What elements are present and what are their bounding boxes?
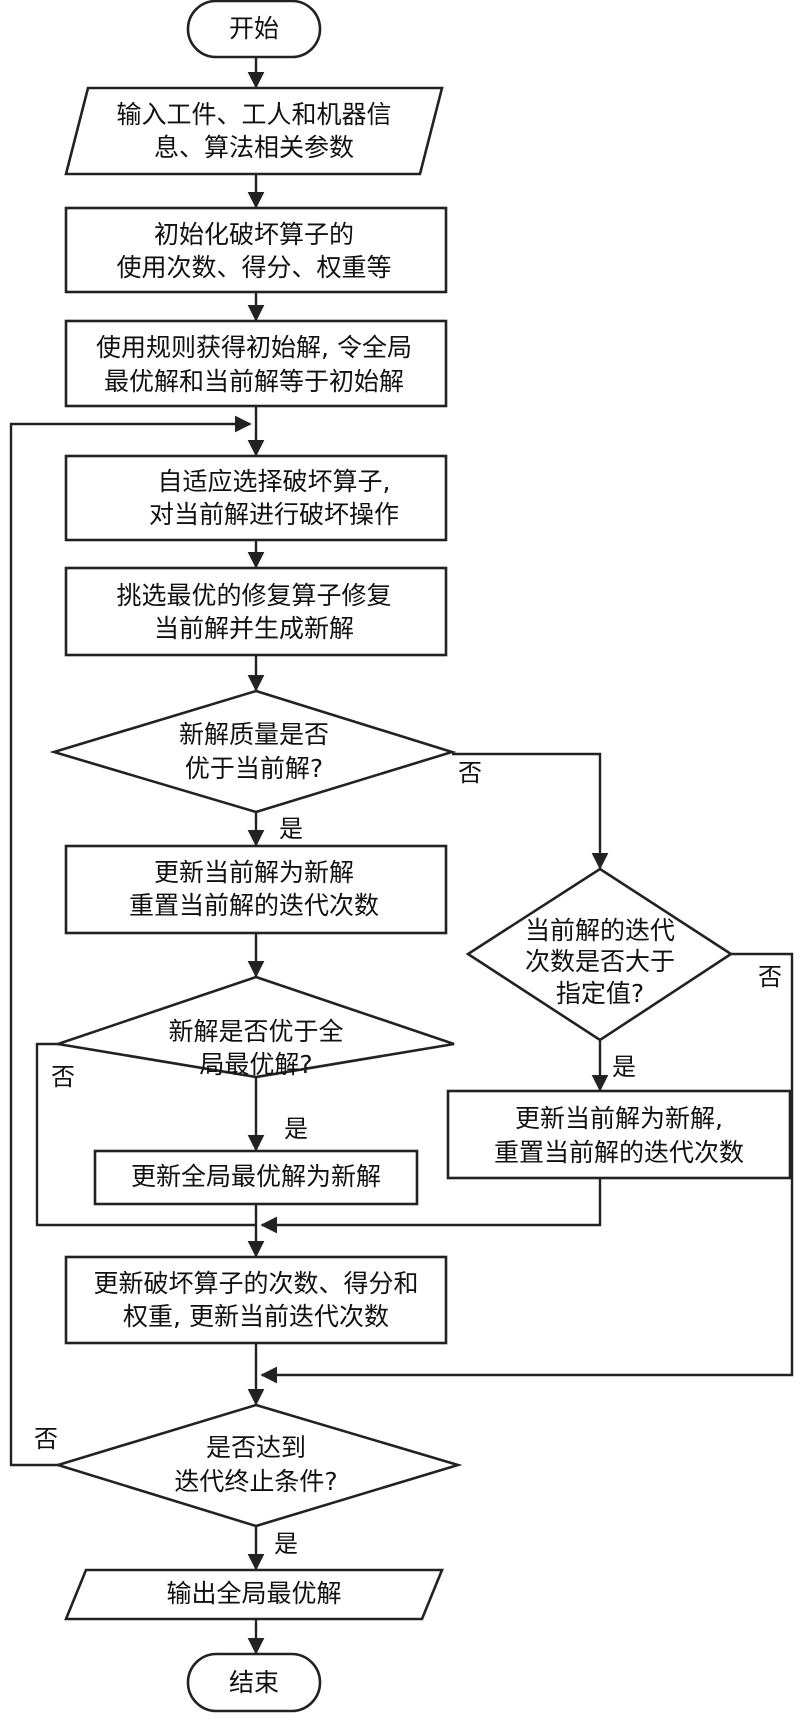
label-terminate-no: 否	[34, 1425, 58, 1453]
edge-global-no	[35, 1042, 256, 1227]
node-destroy: 自适应选择破坏算子, 对当前解进行破坏操作	[64, 454, 448, 542]
node-repair: 挑选最优的修复算子修复 当前解并生成新解	[64, 566, 448, 657]
label-terminate-yes: 是	[274, 1530, 298, 1558]
node-input: 输入工件、工人和机器信 息、算法相关参数	[64, 86, 444, 176]
output-label: 输出全局最优解	[166, 1579, 341, 1608]
better-than-current-line-2: 优于当前解?	[185, 754, 323, 783]
init-operators-line-2: 使用次数、得分、权重等	[116, 253, 391, 282]
update-current-line-2: 重置当前解的迭代次数	[129, 891, 379, 920]
connectors	[9, 57, 794, 1655]
init-solution-line-2: 最优解和当前解等于初始解	[104, 367, 404, 396]
destroy-line-1: 自适应选择破坏算子,	[158, 467, 391, 496]
repair-line-1: 挑选最优的修复算子修复	[116, 581, 391, 610]
label-current-yes: 是	[279, 815, 303, 843]
node-update-operators: 更新破坏算子的次数、得分和 权重, 更新当前迭代次数	[64, 1255, 448, 1345]
node-iteration-exceeds: 当前解的迭代 次数是否大于 指定值?	[465, 867, 734, 1042]
node-update-current-2: 更新当前解为新解, 重置当前解的迭代次数	[446, 1089, 792, 1180]
init-operators-line-1: 初始化破坏算子的	[154, 220, 354, 249]
node-update-global: 更新全局最优解为新解	[93, 1149, 419, 1206]
update-global-label: 更新全局最优解为新解	[131, 1162, 381, 1191]
node-init-solution: 使用规则获得初始解, 令全局 最优解和当前解等于初始解	[64, 319, 448, 408]
node-output: 输出全局最优解	[64, 1568, 444, 1621]
terminate-line-2: 迭代终止条件?	[174, 1467, 337, 1496]
node-init-operators: 初始化破坏算子的 使用次数、得分、权重等	[64, 206, 448, 294]
label-iteration-yes: 是	[612, 1053, 636, 1081]
input-label-line-1: 输入工件、工人和机器信	[116, 100, 391, 129]
iteration-exceeds-line-3: 指定值?	[556, 979, 644, 1008]
start-label: 开始	[229, 14, 279, 43]
input-label-line-2: 息、算法相关参数	[154, 133, 354, 162]
iteration-exceeds-line-1: 当前解的迭代	[525, 916, 675, 945]
update-current-2-line-1: 更新当前解为新解,	[515, 1104, 723, 1133]
better-than-global-line-1: 新解是否优于全	[168, 1017, 343, 1046]
repair-line-2: 当前解并生成新解	[154, 614, 354, 643]
label-iteration-no: 否	[758, 963, 782, 991]
init-solution-line-1: 使用规则获得初始解, 令全局	[96, 333, 412, 362]
update-current-2-line-2: 重置当前解的迭代次数	[494, 1138, 744, 1167]
update-current-line-1: 更新当前解为新解	[154, 858, 354, 887]
iteration-exceeds-line-2: 次数是否大于	[525, 947, 675, 976]
update-operators-line-1: 更新破坏算子的次数、得分和	[93, 1269, 418, 1298]
edge-update-current2-merge	[260, 1178, 602, 1234]
destroy-line-2: 对当前解进行破坏操作	[149, 500, 399, 529]
edge-decision-no	[452, 752, 609, 870]
update-operators-line-2: 权重, 更新当前迭代次数	[123, 1302, 389, 1331]
end-label: 结束	[229, 1668, 279, 1697]
label-current-no: 否	[458, 759, 482, 787]
terminate-line-1: 是否达到	[206, 1433, 306, 1462]
label-global-no: 否	[51, 1063, 75, 1091]
node-start: 开始	[186, 0, 322, 59]
label-global-yes: 是	[284, 1115, 308, 1143]
better-than-current-line-1: 新解质量是否	[179, 720, 329, 749]
edge-iteration-no	[260, 952, 794, 1384]
better-than-global-line-2: 局最优解?	[199, 1050, 312, 1079]
node-update-current: 更新当前解为新解 重置当前解的迭代次数	[64, 844, 448, 935]
edge-terminate-no-loop	[9, 415, 252, 1467]
node-better-than-current: 新解质量是否 优于当前解?	[49, 689, 457, 814]
edge-labels: 否 是 否 是 否 是 否 是	[34, 759, 782, 1558]
node-terminate: 是否达到 迭代终止条件?	[53, 1403, 463, 1528]
node-end: 结束	[186, 1652, 322, 1713]
node-better-than-global: 新解是否优于全 局最优解?	[57, 975, 455, 1079]
